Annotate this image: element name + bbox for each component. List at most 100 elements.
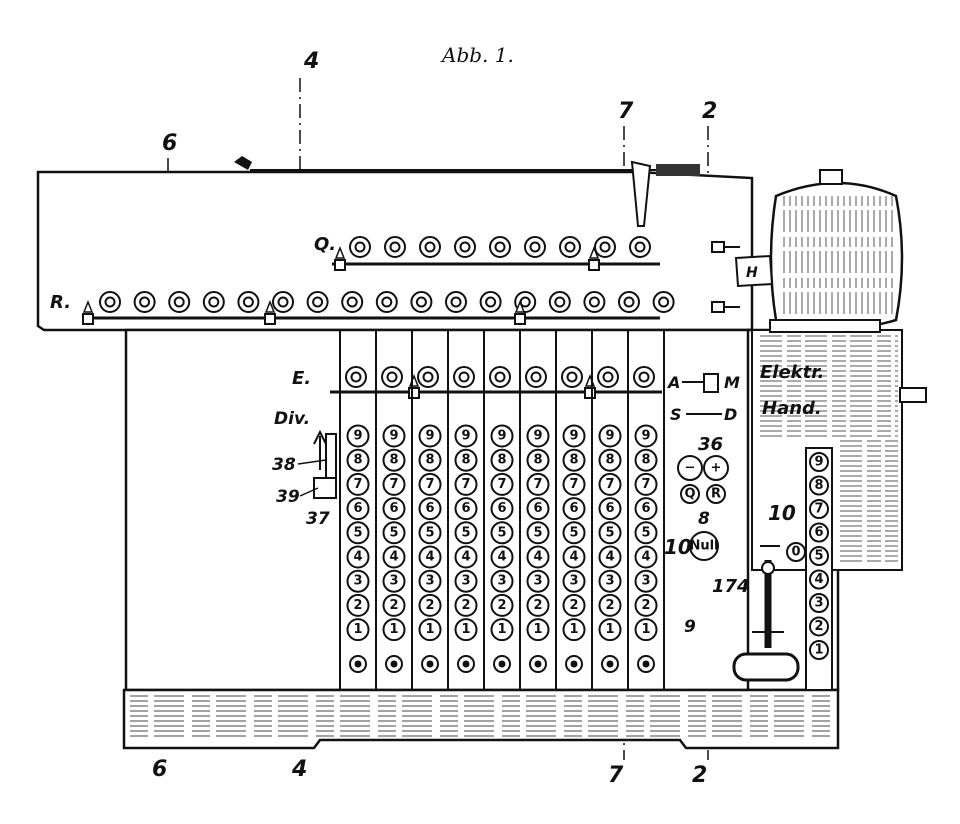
q-key[interactable] [680, 484, 700, 504]
digit-key[interactable]: 2 [562, 593, 586, 617]
digit-key[interactable]: 6 [526, 497, 550, 521]
digit-key[interactable]: 6 [418, 497, 442, 521]
digit-key[interactable]: 6 [562, 497, 586, 521]
mini-digit-key[interactable]: 4 [809, 569, 829, 590]
digit-key[interactable]: 1 [562, 618, 586, 642]
digit-key[interactable]: 8 [598, 448, 622, 472]
mode-switch[interactable] [703, 373, 719, 393]
digit-key[interactable]: 5 [346, 521, 370, 545]
digit-key[interactable]: 4 [598, 545, 622, 569]
mini-digit-key[interactable]: 5 [809, 546, 829, 566]
digit-key[interactable]: 7 [346, 472, 370, 496]
digit-key[interactable]: 1 [634, 618, 658, 642]
column-release-key[interactable] [421, 655, 439, 673]
digit-key[interactable]: 7 [382, 472, 406, 496]
mini-digit-key[interactable]: 6 [809, 522, 829, 543]
digit-key[interactable]: 1 [382, 618, 406, 642]
digit-key[interactable]: 7 [454, 472, 478, 496]
digit-key[interactable]: 8 [382, 448, 406, 472]
digit-key[interactable]: 3 [382, 569, 406, 593]
digit-key[interactable]: 4 [490, 545, 514, 569]
digit-key[interactable]: 6 [382, 497, 406, 521]
digit-key[interactable]: 1 [490, 618, 514, 642]
mini-digit-key[interactable]: 1 [809, 640, 829, 660]
digit-key[interactable]: 6 [598, 497, 622, 521]
digit-key[interactable]: 5 [382, 521, 406, 545]
digit-key[interactable]: 9 [526, 424, 550, 448]
digit-key[interactable]: 6 [346, 497, 370, 521]
column-release-key[interactable] [385, 655, 403, 673]
decimal-marker[interactable] [334, 245, 346, 271]
digit-key[interactable]: 2 [526, 593, 550, 617]
digit-key[interactable]: 2 [454, 593, 478, 617]
column-release-key[interactable] [493, 655, 511, 673]
mini-digit-key[interactable]: 9 [809, 452, 829, 472]
digit-key[interactable]: 3 [598, 569, 622, 593]
digit-key[interactable]: 5 [418, 521, 442, 545]
digit-key[interactable]: 3 [418, 569, 442, 593]
digit-key[interactable]: 6 [634, 497, 658, 521]
minus-key[interactable] [677, 455, 703, 481]
digit-key[interactable]: 5 [454, 521, 478, 545]
digit-key[interactable]: 6 [490, 497, 514, 521]
column-release-key[interactable] [349, 655, 367, 673]
digit-key[interactable]: 3 [454, 569, 478, 593]
digit-key[interactable]: 2 [634, 593, 658, 617]
column-release-key[interactable] [601, 655, 619, 673]
digit-key[interactable]: 4 [562, 545, 586, 569]
digit-key[interactable]: 1 [346, 618, 370, 642]
digit-key[interactable]: 9 [634, 424, 658, 448]
digit-key[interactable]: 2 [418, 593, 442, 617]
decimal-marker[interactable] [82, 299, 94, 325]
digit-key[interactable]: 7 [418, 472, 442, 496]
digit-key[interactable]: 4 [382, 545, 406, 569]
digit-key[interactable]: 1 [526, 618, 550, 642]
digit-key[interactable]: 1 [598, 618, 622, 642]
digit-key[interactable]: 2 [490, 593, 514, 617]
digit-key[interactable]: 8 [454, 448, 478, 472]
div-lever[interactable] [325, 433, 337, 481]
digit-key[interactable]: 3 [490, 569, 514, 593]
digit-key[interactable]: 6 [454, 497, 478, 521]
digit-key[interactable]: 5 [598, 521, 622, 545]
decimal-marker[interactable] [514, 299, 526, 325]
digit-key[interactable]: 9 [346, 424, 370, 448]
digit-key[interactable]: 9 [598, 424, 622, 448]
digit-key[interactable]: 5 [490, 521, 514, 545]
digit-key[interactable]: 9 [418, 424, 442, 448]
plus-key[interactable] [703, 455, 729, 481]
digit-key[interactable]: 8 [418, 448, 442, 472]
digit-key[interactable]: 4 [526, 545, 550, 569]
column-release-key[interactable] [529, 655, 547, 673]
digit-key[interactable]: 7 [490, 472, 514, 496]
digit-key[interactable]: 4 [418, 545, 442, 569]
digit-key[interactable]: 4 [634, 545, 658, 569]
digit-key[interactable]: 9 [382, 424, 406, 448]
digit-key[interactable]: 1 [418, 618, 442, 642]
r-key[interactable] [706, 484, 726, 504]
digit-key[interactable]: 8 [634, 448, 658, 472]
digit-key[interactable]: 4 [454, 545, 478, 569]
digit-key[interactable]: 7 [634, 472, 658, 496]
digit-key[interactable]: 7 [562, 472, 586, 496]
crank-handle[interactable] [732, 652, 800, 682]
digit-key[interactable]: 9 [490, 424, 514, 448]
digit-key[interactable]: 3 [346, 569, 370, 593]
digit-key[interactable]: 5 [526, 521, 550, 545]
digit-key[interactable]: 2 [346, 593, 370, 617]
digit-key[interactable]: 3 [526, 569, 550, 593]
digit-key[interactable]: 4 [346, 545, 370, 569]
column-release-key[interactable] [637, 655, 655, 673]
digit-key[interactable]: 8 [490, 448, 514, 472]
mini-digit-key[interactable]: 2 [809, 616, 829, 637]
slider-knob[interactable] [761, 561, 775, 575]
digit-key[interactable]: 7 [598, 472, 622, 496]
digit-key[interactable]: 3 [634, 569, 658, 593]
digit-key[interactable]: 5 [634, 521, 658, 545]
digit-key[interactable]: 9 [562, 424, 586, 448]
digit-key[interactable]: 3 [562, 569, 586, 593]
decimal-marker[interactable] [588, 245, 600, 271]
digit-key[interactable]: 5 [562, 521, 586, 545]
digit-key[interactable]: 8 [562, 448, 586, 472]
digit-key[interactable]: 7 [526, 472, 550, 496]
